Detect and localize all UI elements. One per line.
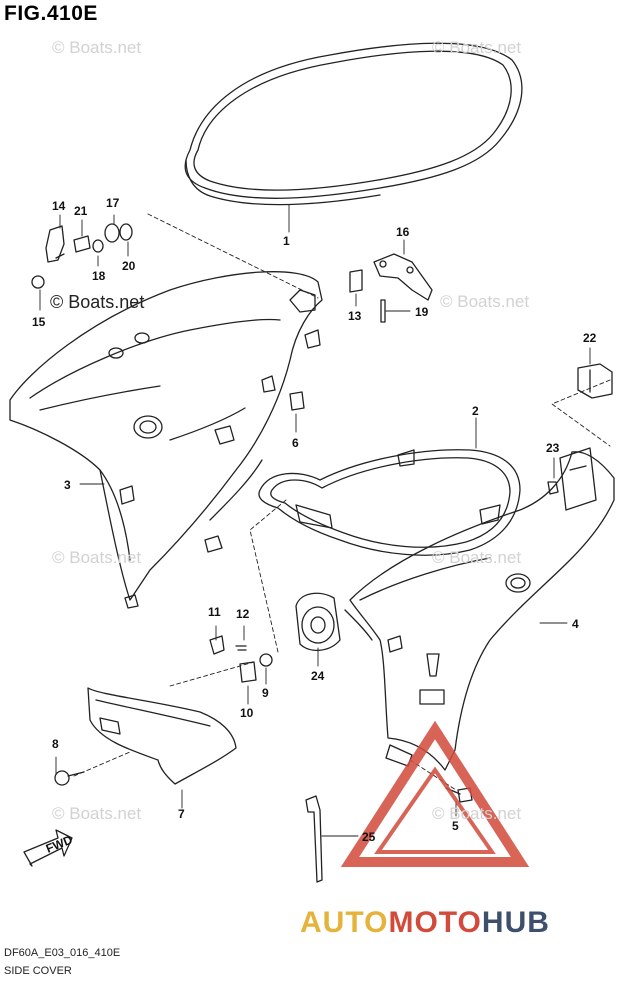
- callout-25: 25: [362, 830, 376, 844]
- callout-12: 12: [236, 607, 250, 621]
- callout-23: 23: [546, 441, 560, 455]
- callout-18: 18: [92, 269, 106, 283]
- figure-code: DF60A_E03_016_410E: [4, 947, 121, 959]
- callout-11: 11: [208, 605, 221, 619]
- callout-21: 21: [74, 204, 88, 218]
- watermark: © Boats.net: [432, 804, 522, 823]
- brand-hub: HUB: [481, 906, 550, 939]
- grommet-part: [295, 592, 341, 651]
- leader-lines: [39, 204, 611, 837]
- small-hardware-parts: [31, 223, 559, 803]
- brand-moto: MOTO: [388, 906, 482, 939]
- brand-auto: AUTO: [300, 906, 389, 939]
- callout-17: 17: [106, 196, 120, 210]
- callout-10: 10: [240, 706, 254, 720]
- watermark: © Boats.net: [440, 292, 530, 311]
- callout-13: 13: [348, 309, 362, 323]
- lower-cover-part: [87, 687, 237, 785]
- callout-9: 9: [262, 686, 269, 700]
- callout-3: 3: [64, 478, 71, 492]
- watermark: © Boats.net: [50, 292, 145, 312]
- seal-ring-part: [184, 42, 523, 206]
- callout-7: 7: [178, 807, 185, 821]
- callout-16: 16: [396, 225, 410, 239]
- callout-8: 8: [52, 737, 59, 751]
- callout-6: 6: [292, 436, 299, 450]
- callout-22: 22: [583, 331, 597, 345]
- right-side-cover-part: [344, 447, 615, 771]
- bracket-part-16: [373, 253, 433, 301]
- figure-title: FIG.410E: [4, 2, 98, 25]
- callout-15: 15: [32, 315, 46, 329]
- cable-tie-part: [305, 795, 323, 883]
- callout-14: 14: [52, 199, 66, 213]
- callout-4: 4: [572, 617, 579, 631]
- callout-24: 24: [311, 669, 325, 683]
- callout-1: 1: [283, 234, 290, 248]
- left-side-cover-part: [9, 271, 323, 609]
- figure-caption: SIDE COVER: [4, 965, 72, 977]
- side-cover-seal-part: [258, 449, 521, 556]
- watermark: © Boats.net: [52, 804, 142, 823]
- brand-logo: AUTOMOTOHUB: [300, 906, 550, 940]
- automotohub-triangle-logo-icon: [340, 720, 530, 867]
- callout-numbers: 1 2 3 4 5 6 7 8 9 10 11 12 13 14 15 16 1…: [32, 196, 597, 844]
- watermark: © Boats.net: [52, 38, 142, 57]
- fwd-label: FWD: [44, 832, 75, 855]
- watermark: © Boats.net: [52, 548, 142, 567]
- callout-5: 5: [452, 819, 459, 833]
- callout-20: 20: [122, 259, 136, 273]
- callout-19: 19: [415, 305, 429, 319]
- callout-2: 2: [472, 404, 479, 418]
- watermark: © Boats.net: [432, 548, 522, 567]
- watermark: © Boats.net: [432, 38, 522, 57]
- fwd-arrow-icon: [23, 829, 73, 867]
